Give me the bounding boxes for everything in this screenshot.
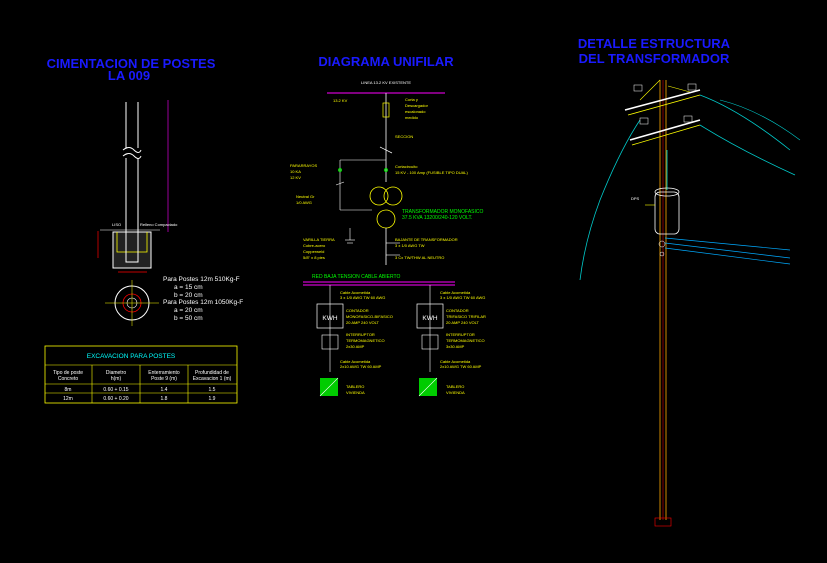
svg-text:Profundidad de: Profundidad de — [195, 370, 229, 376]
svg-text:1.4: 1.4 — [161, 387, 168, 393]
svg-text:TERMOMAGNETICO: TERMOMAGNETICO — [346, 338, 385, 343]
svg-text:a = 20 cm: a = 20 cm — [174, 307, 203, 314]
foundation-title-line2: LA 009 — [108, 68, 150, 83]
unifilar-lines — [303, 92, 455, 372]
svg-text:VIVIENDA: VIVIENDA — [446, 390, 465, 395]
svg-text:0.60 + 0.20: 0.60 + 0.20 — [103, 396, 128, 402]
svg-text:medido: medido — [405, 115, 419, 120]
svg-text:1/0 AWG: 1/0 AWG — [296, 200, 312, 205]
kwh-meter-1: KWH — [322, 315, 337, 322]
svg-text:SECCION: SECCION — [395, 134, 413, 139]
pole-spec-1: Para Postes 12m 510Kg-F a = 15 cm b = 20… — [163, 276, 240, 299]
svg-text:15 KV - 100 Amp (FUSIBLE TIPO: 15 KV - 100 Amp (FUSIBLE TIPO DUAL) — [395, 170, 469, 175]
svg-text:escalonado: escalonado — [405, 109, 426, 114]
svg-text:Para Postes 12m 1050Kg-F: Para Postes 12m 1050Kg-F — [163, 299, 243, 306]
svg-text:INTERRUPTOR: INTERRUPTOR — [446, 332, 475, 337]
svg-text:3 x 1/0 AWG TW 60 AWG: 3 x 1/0 AWG TW 60 AWG — [440, 295, 485, 300]
svg-text:3 x 1/0 AWG TW 60 AWG: 3 x 1/0 AWG TW 60 AWG — [340, 295, 385, 300]
svg-text:Cortacircuito: Cortacircuito — [395, 164, 418, 169]
svg-text:Neutral Gr: Neutral Gr — [296, 194, 315, 199]
svg-text:1.8: 1.8 — [161, 396, 168, 402]
unifilar-title: DIAGRAMA UNIFILAR — [318, 54, 454, 69]
pole-spec-2: Para Postes 12m 1050Kg-F a = 20 cm b = 5… — [163, 299, 243, 322]
svg-text:Relleno Compactado: Relleno Compactado — [140, 222, 178, 227]
table-title: EXCAVACION PARA POSTES — [87, 353, 176, 360]
svg-text:VIVIENDA: VIVIENDA — [346, 390, 365, 395]
svg-text:3 Cx TW/THW AL NEUTRO: 3 Cx TW/THW AL NEUTRO — [395, 255, 444, 260]
svg-text:Enterramiento: Enterramiento — [148, 370, 180, 376]
svg-text:Cable Acometida: Cable Acometida — [440, 290, 471, 295]
svg-text:1.9: 1.9 — [209, 396, 216, 402]
structure-title-line2: DEL TRANSFORMADOR — [579, 51, 730, 66]
unifilar-labels: LINEA 13.2 KV EXISTENTE 13.2 KV SECCION … — [290, 80, 484, 280]
svg-text:10 KA: 10 KA — [290, 169, 301, 174]
excavation-table: EXCAVACION PARA POSTES Tipo de poste Con… — [44, 345, 238, 404]
svg-text:Para Postes 12m 510Kg-F: Para Postes 12m 510Kg-F — [163, 276, 240, 283]
svg-text:1.5: 1.5 — [209, 387, 216, 393]
svg-text:Cable Acometida: Cable Acometida — [440, 359, 471, 364]
network-title: RED BAJA TENSION CABLE ABIERTO — [312, 274, 400, 280]
svg-text:Descargador: Descargador — [405, 103, 429, 108]
svg-text:CONTADOR: CONTADOR — [346, 308, 369, 313]
svg-text:TABLERO: TABLERO — [446, 384, 464, 389]
svg-text:3x30 AMP: 3x30 AMP — [446, 344, 465, 349]
svg-text:TERMOMAGNETICO: TERMOMAGNETICO — [446, 338, 485, 343]
svg-text:0.60 + 0.15: 0.60 + 0.15 — [103, 387, 128, 393]
table-row: 12m 0.60 + 0.20 1.8 1.9 — [63, 396, 216, 402]
svg-text:BAJANTE DE TRANSFORMADOR: BAJANTE DE TRANSFORMADOR — [395, 237, 458, 242]
table-row: 8m 0.60 + 0.15 1.4 1.5 — [65, 387, 216, 393]
structure-title: DETALLE ESTRUCTURA DEL TRANSFORMADOR — [578, 36, 731, 66]
svg-text:a = 15 cm: a = 15 cm — [174, 284, 203, 291]
svg-text:h(m): h(m) — [111, 376, 122, 382]
svg-text:INTERRUPTOR: INTERRUPTOR — [346, 332, 375, 337]
structure-title-line1: DETALLE ESTRUCTURA — [578, 36, 731, 51]
kwh-meter-2: KWH — [422, 315, 437, 322]
svg-text:TABLERO: TABLERO — [346, 384, 364, 389]
svg-text:CONTADOR: CONTADOR — [446, 308, 469, 313]
svg-text:12 KV: 12 KV — [290, 175, 301, 180]
meter-column-2: Cable Acometida 3 x 1/0 AWG TW 60 AWG KW… — [422, 290, 486, 395]
svg-text:b = 50 cm: b = 50 cm — [174, 315, 203, 322]
svg-text:Copperweld: Copperweld — [303, 249, 324, 254]
svg-text:VARILLA TIERRA: VARILLA TIERRA — [303, 237, 335, 242]
svg-text:20 AMP 240 VOLT: 20 AMP 240 VOLT — [446, 320, 480, 325]
svg-text:13.2 KV: 13.2 KV — [333, 98, 348, 103]
svg-text:37.5 KVA 13200/240-120 VOLT.: 37.5 KVA 13200/240-120 VOLT. — [402, 215, 472, 221]
svg-text:Poste 9 (m): Poste 9 (m) — [151, 376, 177, 382]
svg-text:20 AMP 240 VOLT: 20 AMP 240 VOLT — [346, 320, 380, 325]
svg-text:2x30 AMP: 2x30 AMP — [346, 344, 365, 349]
svg-text:Cobre-acero: Cobre-acero — [303, 243, 326, 248]
dps-label: DPS — [631, 196, 640, 201]
svg-text:8m: 8m — [65, 387, 72, 393]
foundation-title: CIMENTACION DE POSTES LA 009 — [47, 56, 216, 83]
svg-text:5/8" x 8 pies: 5/8" x 8 pies — [303, 255, 325, 260]
pole-elevation: LISO Relleno Compactado — [97, 100, 178, 326]
svg-text:TRIFASICO TRIFILAR: TRIFASICO TRIFILAR — [446, 314, 486, 319]
svg-text:b = 20 cm: b = 20 cm — [174, 292, 203, 299]
svg-text:Corta y: Corta y — [405, 97, 418, 102]
svg-text:Diametro: Diametro — [106, 370, 127, 376]
transformer-structure — [579, 79, 801, 527]
svg-text:Cable Acometida: Cable Acometida — [340, 359, 371, 364]
meter-column-1: Cable Acometida 3 x 1/0 AWG TW 60 AWG KW… — [322, 290, 392, 395]
svg-text:12m: 12m — [63, 396, 73, 402]
svg-text:TRANSFORMADOR MONOFASICO: TRANSFORMADOR MONOFASICO — [402, 209, 484, 215]
svg-text:LISO: LISO — [112, 222, 121, 227]
svg-text:Excavacion 1 (m): Excavacion 1 (m) — [193, 376, 232, 382]
svg-text:2x10 AWG TW 60 AMP: 2x10 AWG TW 60 AMP — [340, 364, 382, 369]
svg-text:MONOFASICO-BIFASICO: MONOFASICO-BIFASICO — [346, 314, 393, 319]
svg-text:PARARRAYOS: PARARRAYOS — [290, 163, 318, 168]
svg-text:Cable Acometida: Cable Acometida — [340, 290, 371, 295]
foundation-title-line1: CIMENTACION DE POSTES — [47, 56, 216, 71]
svg-text:Tipo de poste: Tipo de poste — [53, 370, 83, 376]
svg-text:2x10 AWG TW 60 AMP: 2x10 AWG TW 60 AMP — [440, 364, 482, 369]
svg-text:Concreto: Concreto — [58, 376, 79, 382]
svg-text:LINEA 13.2 KV EXISTENTE: LINEA 13.2 KV EXISTENTE — [361, 80, 411, 85]
svg-text:3 x 1/0 AWG TW: 3 x 1/0 AWG TW — [395, 243, 425, 248]
